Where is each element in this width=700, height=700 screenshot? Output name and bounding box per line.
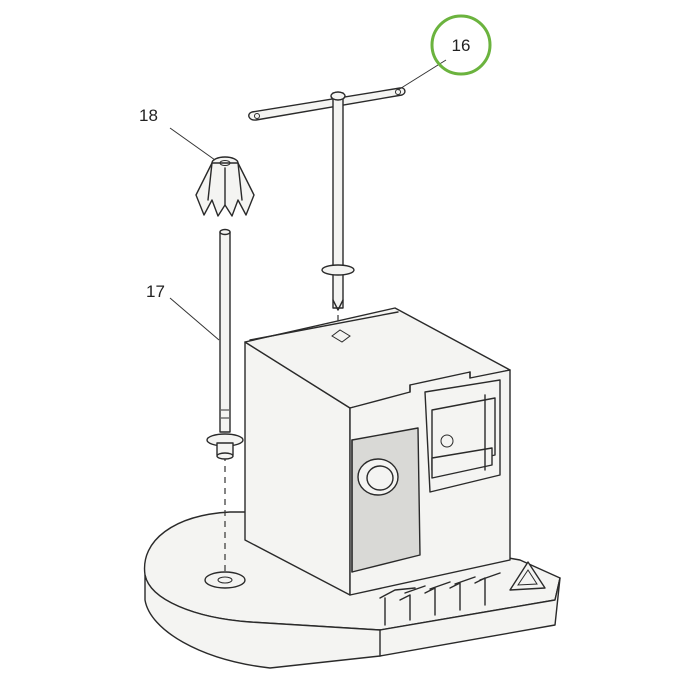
spool-cap xyxy=(195,156,255,217)
leader-line-17 xyxy=(169,297,220,341)
callout-17: 17 xyxy=(146,282,165,301)
callout-label-16: 16 xyxy=(452,36,471,55)
highlight-ring xyxy=(430,14,492,76)
spindle-rod xyxy=(206,228,244,575)
thread-guide-tbar xyxy=(248,87,406,325)
callout-16: 16 xyxy=(430,14,492,76)
callout-label-17: 17 xyxy=(146,282,165,301)
callout-label-18: 18 xyxy=(139,106,158,125)
housing-body xyxy=(244,307,511,596)
leader-line-18 xyxy=(169,127,216,161)
callout-18: 18 xyxy=(139,106,158,125)
